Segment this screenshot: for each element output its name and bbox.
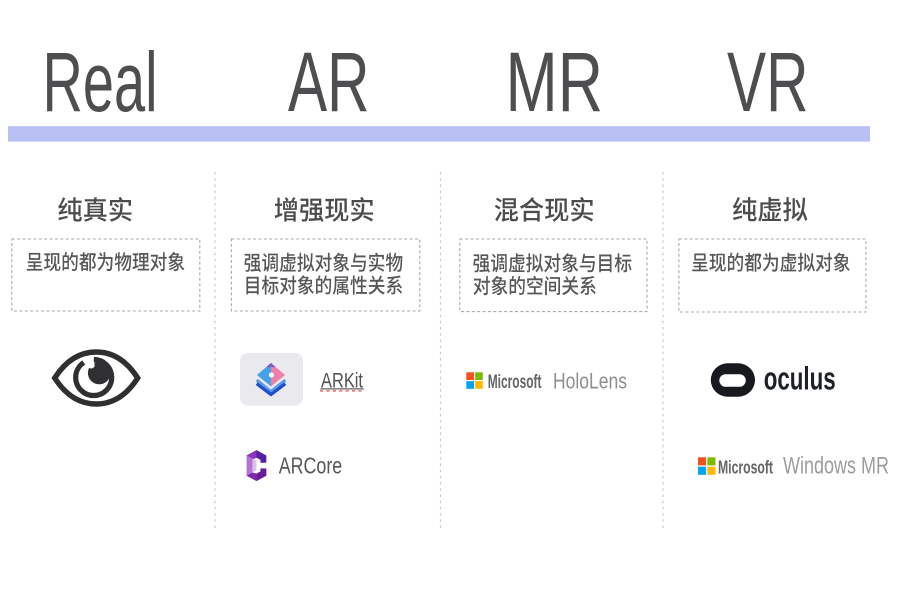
svg-text:MR: MR (506, 35, 604, 129)
svg-text:Real: Real (43, 35, 158, 129)
svg-text:Microsoft: Microsoft (488, 371, 542, 393)
svg-text:ARKit: ARKit (321, 370, 363, 393)
svg-text:VR: VR (727, 35, 809, 129)
svg-text:Microsoft: Microsoft (718, 457, 773, 478)
svg-text:HoloLens: HoloLens (553, 369, 627, 394)
svg-text:Windows MR: Windows MR (783, 453, 889, 480)
svg-text:ARCore: ARCore (279, 453, 342, 479)
svg-text:oculus: oculus (764, 360, 836, 396)
svg-text:AR: AR (288, 35, 370, 129)
